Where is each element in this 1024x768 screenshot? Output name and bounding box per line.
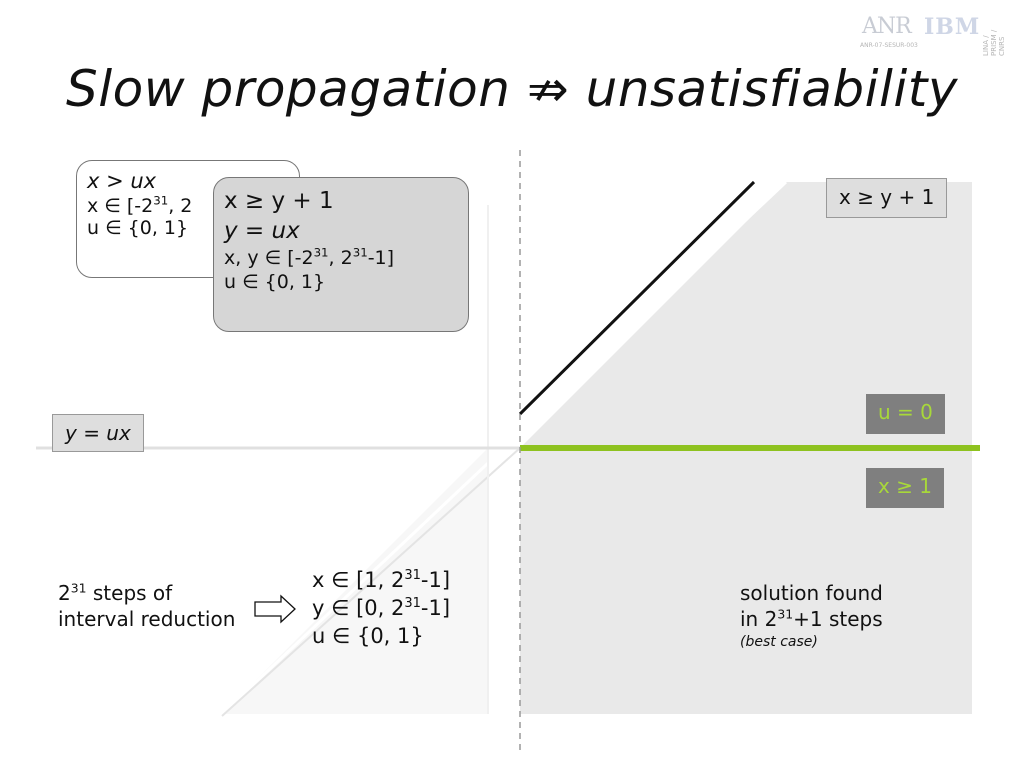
logo-vertical: LINA / PRISM / CNRS [982, 29, 1006, 56]
steps-line1: 231 steps of [58, 580, 173, 605]
diagonal-guide-shadow [221, 447, 521, 717]
reduced-domains: x ∈ [1, 231-1] y ∈ [0, 231-1] u ∈ {0, 1} [312, 566, 450, 650]
logo-sub: ANR-07-SESUR-003 [860, 42, 918, 49]
constraint-line [518, 180, 756, 416]
logo-ibm: IBM [924, 14, 981, 40]
result-x: x ∈ [1, 231-1] [312, 568, 451, 592]
card-front-line3: x, y ∈ [-231, 231-1] [224, 245, 395, 269]
result-u: u ∈ {0, 1} [312, 624, 424, 648]
label-y-eq-ux: y = ux [52, 414, 144, 452]
card-front-line2: y = ux [224, 218, 300, 244]
solution-note: (best case) [740, 634, 818, 650]
solution-line1: solution found [740, 581, 883, 605]
card-front-line4: u ∈ {0, 1} [224, 271, 326, 293]
steps-text: 231 steps of interval reduction [58, 580, 235, 632]
constraint-card-front: x ≥ y + 1 y = ux x, y ∈ [-231, 231-1] u … [213, 177, 469, 332]
arrow-icon [254, 594, 296, 624]
result-y: y ∈ [0, 231-1] [312, 596, 451, 620]
label-x-ge-1: x ≥ 1 [866, 468, 945, 508]
steps-line2: interval reduction [58, 607, 236, 631]
card-back-line1: x > ux [87, 169, 157, 193]
label-u-zero: u = 0 [866, 394, 945, 434]
card-front-line1: x ≥ y + 1 [224, 188, 334, 214]
card-back-line2: x ∈ [-231, 2 [87, 193, 193, 217]
slide-title: Slow propagation ⇏ unsatisfiability [66, 60, 958, 118]
logo-anr: ANR [862, 14, 912, 39]
label-constraint-xy: x ≥ y + 1 [826, 178, 948, 218]
logo: ANR IBM ANR-07-SESUR-003 LINA / PRISM / … [856, 12, 1016, 56]
left-half-region [222, 205, 488, 714]
solution-text: solution found in 231+1 steps (best case… [740, 580, 883, 652]
solution-line2: in 231+1 steps [740, 606, 883, 631]
card-back-line3: u ∈ {0, 1} [87, 217, 189, 239]
